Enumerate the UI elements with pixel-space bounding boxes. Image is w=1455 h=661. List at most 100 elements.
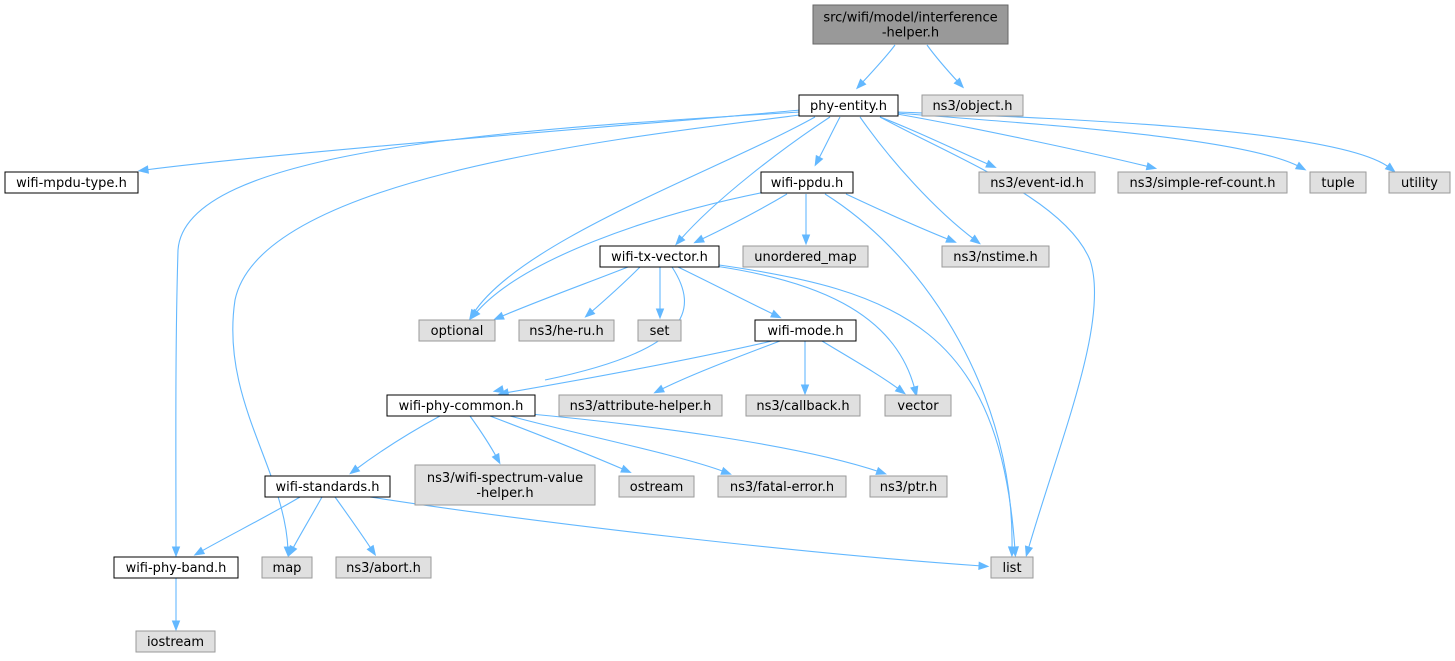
edge-line	[199, 496, 301, 553]
arrowhead-icon	[493, 311, 505, 320]
arrowhead-icon	[894, 384, 906, 395]
node-wifi-phy-common[interactable]: wifi-phy-common.h	[386, 394, 536, 417]
node-box	[637, 319, 682, 342]
edge-phy-entity-to-tuple	[896, 112, 1307, 171]
node-label: set	[650, 324, 670, 339]
node-optional: optional	[418, 319, 496, 342]
node-box	[754, 319, 857, 342]
nodes-layer: src/wifi/model/interference-helper.h phy-…	[4, 4, 1451, 653]
node-label: ns3/nstime.h	[953, 250, 1037, 265]
node-label: ostream	[630, 480, 684, 495]
node-wifi-standards[interactable]: wifi-standards.h	[264, 475, 391, 498]
node-box	[869, 475, 948, 498]
node-wifi-phy-band[interactable]: wifi-phy-band.h	[113, 556, 239, 579]
node-ns3-he-ru: ns3/he-ru.h	[518, 319, 615, 342]
node-wifi-tx-vector[interactable]: wifi-tx-vector.h	[599, 245, 720, 268]
node-box	[990, 556, 1034, 579]
arrowhead-icon	[491, 452, 501, 465]
node-ns3-nstime: ns3/nstime.h	[941, 245, 1050, 268]
edge-line	[879, 116, 1096, 551]
edge-line	[489, 415, 626, 471]
node-box	[717, 475, 847, 498]
edge-line	[519, 412, 881, 473]
node-box	[921, 94, 1024, 117]
node-label: wifi-mpdu-type.h	[16, 176, 127, 191]
arrowhead-icon	[910, 385, 919, 398]
node-box	[884, 394, 952, 417]
arrowhead-icon	[800, 384, 810, 396]
node-phy-entity[interactable]: phy-entity.h	[798, 94, 899, 117]
edge-line	[879, 116, 991, 166]
node-ns3-simple-ref-count: ns3/simple-ref-count.h	[1117, 171, 1288, 194]
arrowhead-icon	[801, 234, 811, 246]
edge-phy-entity-to-wifi-mpdu-type	[137, 109, 801, 174]
node-label: optional	[431, 324, 484, 339]
node-ns3-event-id: ns3/event-id.h	[978, 171, 1096, 194]
node-label: ns3/abort.h	[346, 561, 421, 576]
node-wifi-mpdu-type[interactable]: wifi-mpdu-type.h	[4, 171, 139, 194]
edge-line	[499, 266, 629, 318]
arrowhead-icon	[584, 307, 596, 318]
node-root[interactable]: src/wifi/model/interference-helper.h	[812, 4, 1009, 45]
edge-line	[679, 116, 831, 241]
arrowhead-icon	[653, 384, 665, 394]
edge-wifi-ppdu-to-ns3-nstime	[845, 193, 957, 243]
edge-wifi-phy-band-to-iostream	[171, 577, 181, 632]
node-box	[812, 4, 1009, 45]
node-label: wifi-ppdu.h	[771, 176, 844, 191]
node-box	[518, 319, 615, 342]
edge-line	[589, 266, 641, 314]
edge-line	[472, 116, 816, 315]
edge-wifi-mode-to-ns3-callback	[800, 341, 810, 396]
edge-phy-entity-to-wifi-phy-band	[171, 111, 801, 558]
edge-line	[711, 263, 1016, 551]
node-box	[1388, 171, 1451, 194]
arrowhead-icon	[193, 546, 206, 556]
edge-line	[369, 496, 983, 567]
edge-wifi-mode-to-vector	[821, 340, 906, 395]
node-box	[113, 556, 239, 579]
arrowhead-icon	[855, 78, 867, 90]
edge-line	[504, 340, 773, 394]
arrowhead-icon	[953, 77, 965, 89]
node-box	[386, 394, 536, 417]
edge-line	[232, 114, 801, 551]
node-unordered-map: unordered_map	[742, 245, 869, 268]
edge-line	[144, 109, 801, 171]
arrowhead-icon	[875, 466, 887, 475]
node-wifi-ppdu[interactable]: wifi-ppdu.h	[760, 171, 854, 194]
edge-root-to-phy-entity	[855, 44, 896, 90]
node-box	[418, 319, 496, 342]
node-ns3-ptr: ns3/ptr.h	[869, 475, 948, 498]
edge-line	[896, 111, 1391, 169]
edge-phy-entity-to-wifi-ppdu	[814, 116, 841, 167]
edge-line	[509, 415, 726, 473]
node-box	[745, 394, 861, 417]
edge-wifi-phy-common-to-ns3-wifi-spectrum	[469, 415, 501, 465]
edge-wifi-phy-common-to-ns3-fatal-error	[509, 415, 732, 475]
edge-phy-entity-to-ns3-nstime	[859, 116, 981, 245]
edge-wifi-mode-to-wifi-phy-common	[497, 340, 773, 397]
node-box	[798, 94, 899, 117]
arrowhead-icon	[492, 385, 505, 394]
edge-wifi-tx-vector-to-vector	[714, 265, 919, 398]
node-wifi-mode[interactable]: wifi-mode.h	[754, 319, 857, 342]
node-box	[4, 171, 139, 194]
edge-wifi-phy-common-to-ns3-ptr	[519, 412, 887, 475]
node-label: vector	[897, 399, 939, 414]
edge-line	[896, 112, 1301, 168]
edge-line	[699, 193, 788, 241]
edge-wifi-standards-to-list	[369, 496, 990, 570]
node-label: wifi-tx-vector.h	[611, 250, 708, 265]
node-label: wifi-phy-band.h	[126, 561, 227, 576]
arrowhead-icon	[1294, 161, 1307, 171]
arrowhead-icon	[288, 544, 298, 557]
edge-line	[659, 340, 781, 391]
arrowhead-icon	[1384, 162, 1396, 173]
edge-wifi-ppdu-to-wifi-tx-vector	[693, 193, 788, 244]
edge-wifi-standards-to-ns3-abort	[334, 496, 377, 557]
node-ostream: ostream	[618, 475, 695, 498]
edge-phy-entity-to-ns3-simple-ref-count	[896, 113, 1158, 171]
edge-wifi-tx-vector-to-wifi-mode	[677, 266, 782, 319]
node-box	[618, 475, 695, 498]
